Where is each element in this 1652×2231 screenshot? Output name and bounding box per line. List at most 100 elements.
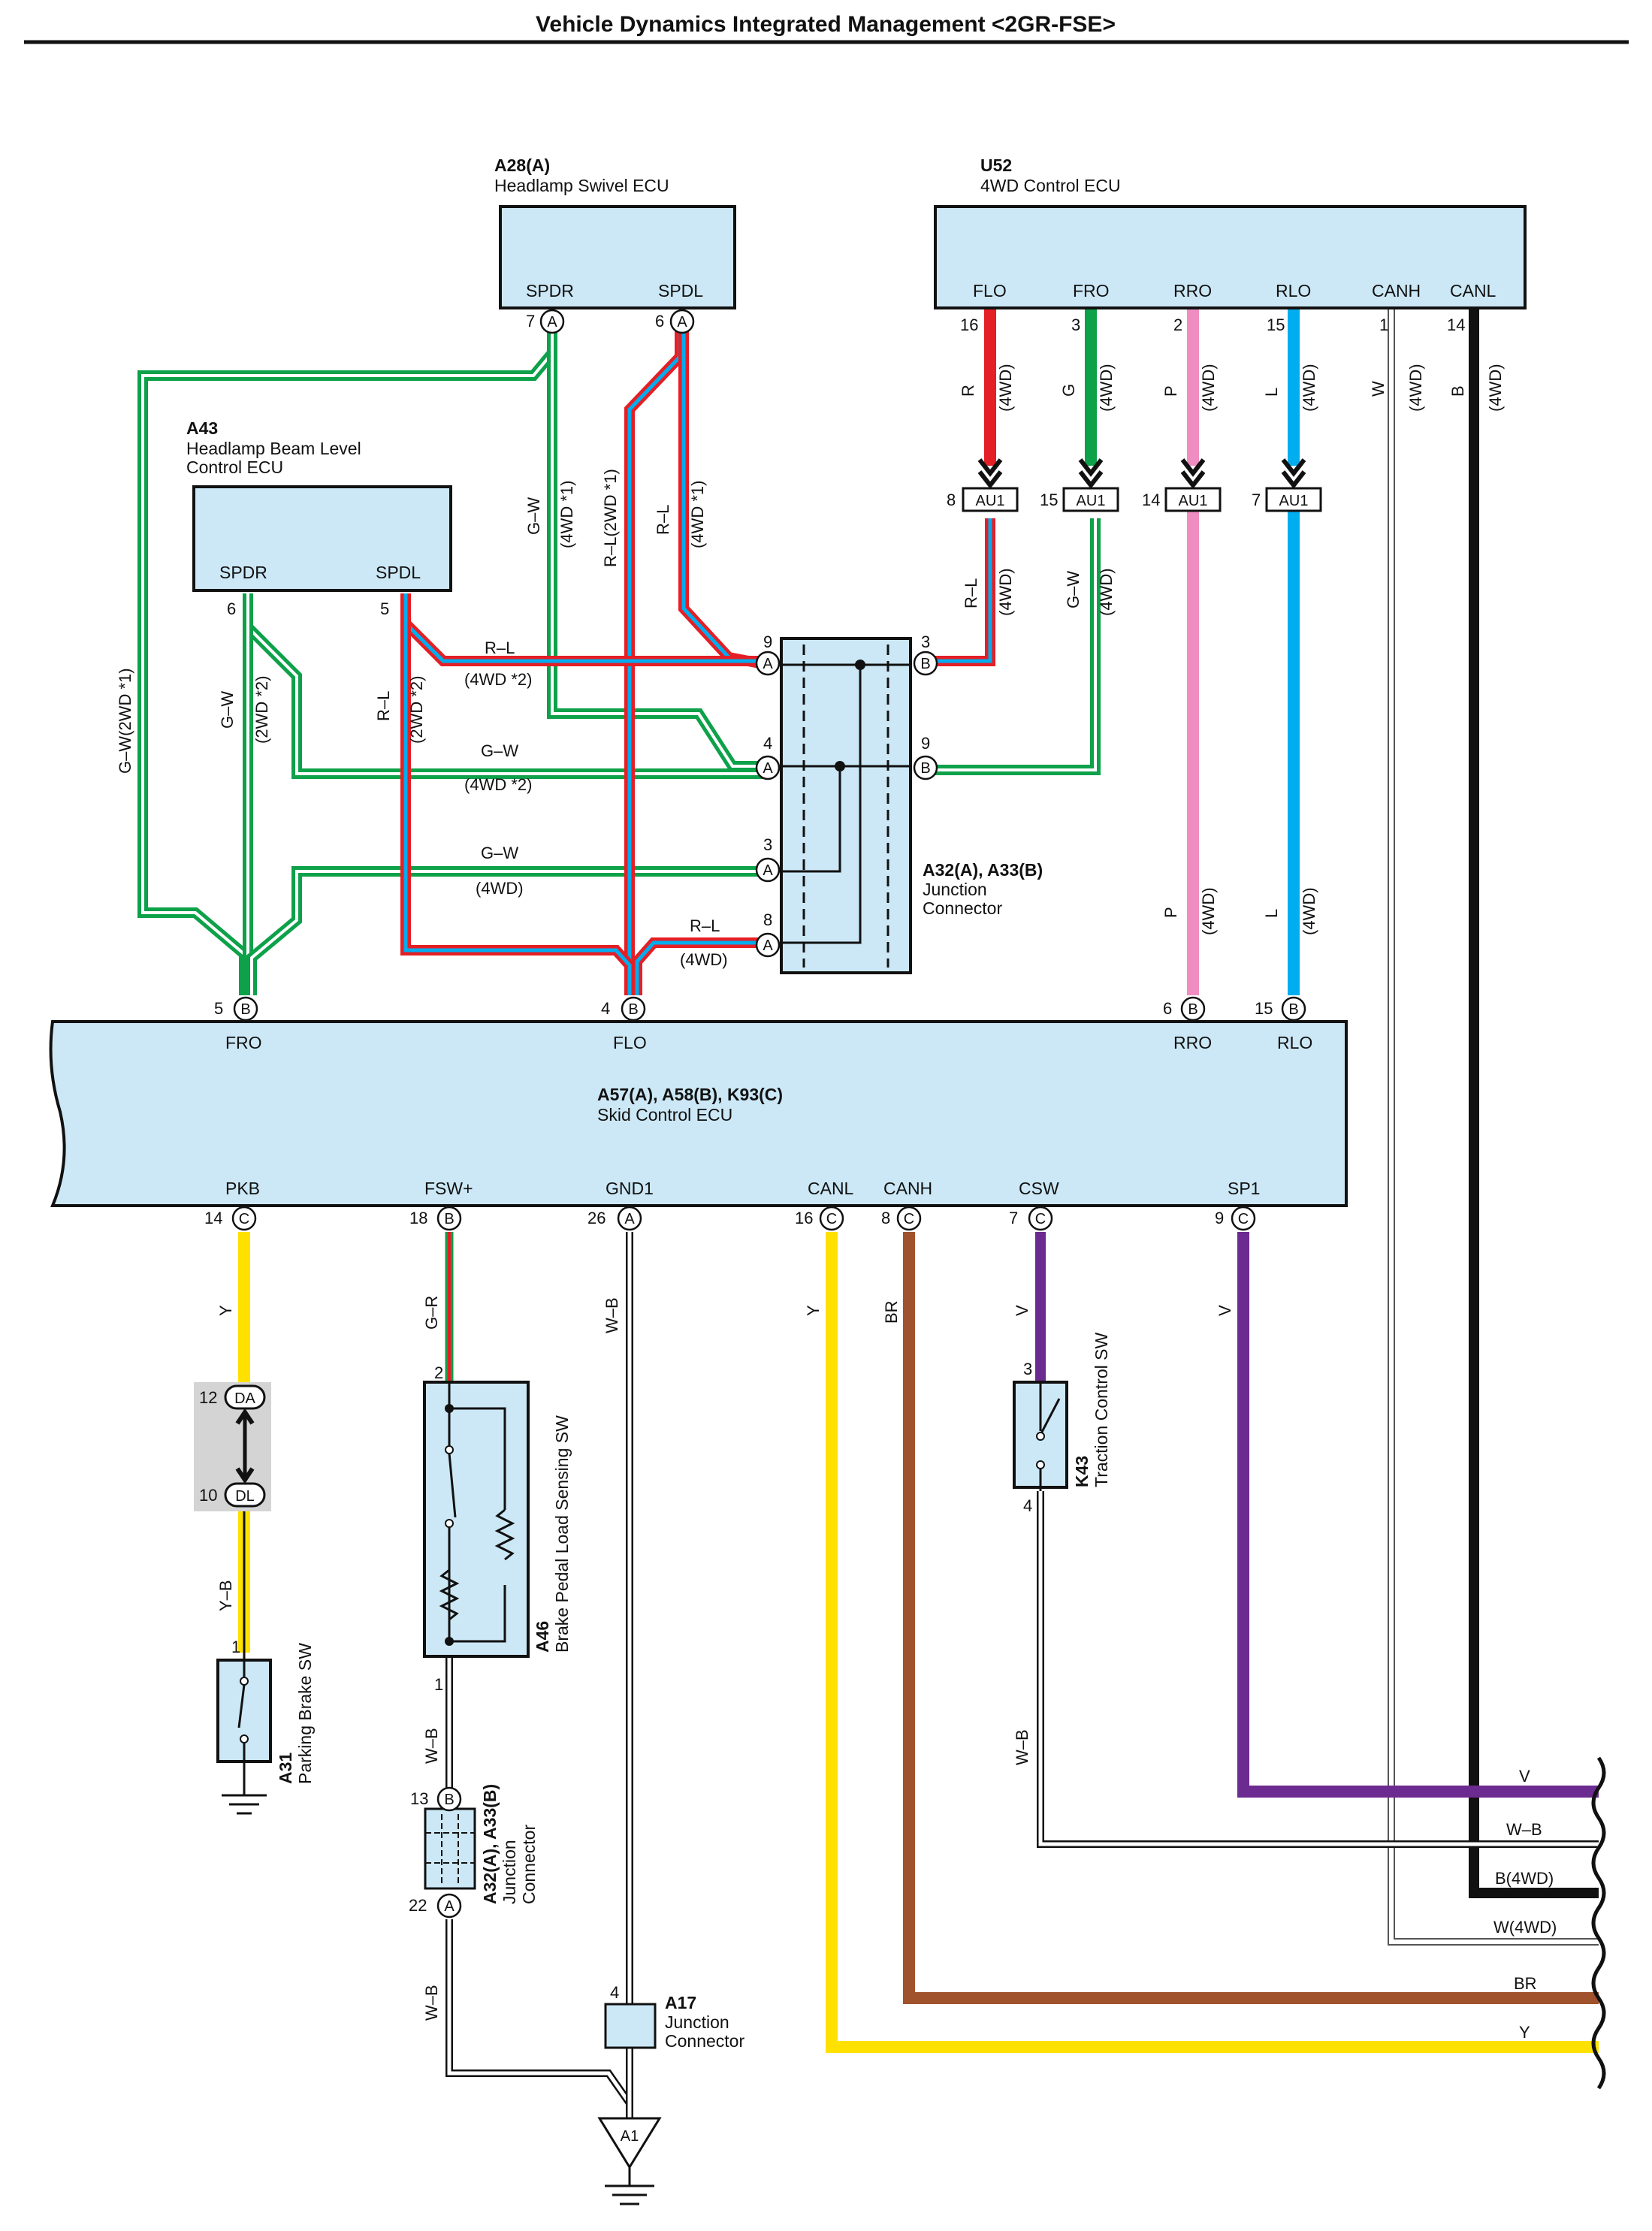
svg-text:Y–B: Y–B [216, 1580, 235, 1611]
svg-text:A: A [763, 656, 773, 672]
svg-text:R–L: R–L [690, 916, 720, 935]
svg-text:Junction: Junction [665, 2012, 729, 2032]
svg-text:Connector: Connector [923, 898, 1002, 918]
svg-text:Junction: Junction [923, 880, 987, 899]
page-title: Vehicle Dynamics Integrated Management <… [536, 12, 1116, 37]
svg-text:G–W: G–W [1064, 571, 1083, 608]
svg-text:G–W: G–W [524, 497, 543, 535]
svg-text:BR: BR [882, 1300, 901, 1324]
svg-text:18: 18 [409, 1209, 427, 1227]
svg-text:A28(A): A28(A) [494, 155, 550, 175]
svg-text:8: 8 [763, 910, 772, 929]
svg-text:FLO: FLO [973, 281, 1007, 300]
a17-junction-connector: 4 A17 Junction Connector [604, 1983, 744, 2051]
svg-text:B: B [628, 1001, 638, 1018]
svg-text:U52: U52 [980, 155, 1012, 175]
svg-text:CANH: CANH [1372, 281, 1421, 300]
svg-text:Y: Y [216, 1305, 235, 1316]
svg-text:14: 14 [1142, 491, 1160, 509]
svg-text:CANL: CANL [808, 1179, 854, 1198]
headlamp-beam-level-ecu: A43 Headlamp Beam Level Control ECU SPDR… [186, 418, 452, 618]
svg-text:22: 22 [409, 1896, 427, 1915]
svg-text:V: V [1216, 1305, 1234, 1316]
svg-text:L: L [1262, 909, 1281, 918]
svg-text:9: 9 [921, 734, 930, 753]
svg-text:26: 26 [587, 1209, 606, 1227]
svg-text:A: A [624, 1211, 635, 1227]
svg-text:SP1: SP1 [1228, 1179, 1260, 1198]
svg-text:1: 1 [434, 1675, 443, 1694]
svg-text:13: 13 [410, 1789, 428, 1808]
svg-text:6: 6 [655, 312, 664, 331]
svg-text:C: C [904, 1211, 914, 1227]
svg-text:4: 4 [763, 734, 772, 753]
svg-text:K43: K43 [1072, 1456, 1092, 1487]
4wd-control-ecu: U52 4WD Control ECU FLO FRO RRO RLO CANH… [934, 155, 1527, 334]
svg-text:CANH: CANH [883, 1179, 932, 1198]
svg-text:R–L: R–L [485, 639, 515, 657]
svg-text:V: V [1013, 1305, 1031, 1316]
svg-text:RLO: RLO [1276, 281, 1311, 300]
svg-text:A: A [763, 937, 773, 954]
svg-text:Skid Control ECU: Skid Control ECU [597, 1105, 732, 1125]
harness-exit-labels: V W–B B(4WD) W(4WD) BR Y [1493, 1767, 1557, 2042]
svg-text:(4WD): (4WD) [680, 950, 728, 969]
svg-text:Brake Pedal Load Sensing SW: Brake Pedal Load Sensing SW [552, 1415, 572, 1653]
parking-brake-switch: 1 A31 Parking Brake SW [216, 1638, 315, 1815]
svg-text:3: 3 [1071, 315, 1080, 334]
svg-text:B: B [1448, 385, 1467, 397]
svg-text:14: 14 [1447, 315, 1465, 334]
svg-text:R–L(2WD *1): R–L(2WD *1) [601, 469, 620, 567]
svg-text:V: V [1519, 1767, 1530, 1786]
svg-text:A17: A17 [665, 1993, 696, 2012]
svg-text:4: 4 [1023, 1496, 1032, 1515]
svg-text:AU1: AU1 [1077, 493, 1106, 509]
svg-text:G: G [1059, 384, 1078, 397]
svg-text:B: B [920, 656, 930, 672]
svg-text:G–W(2WD *1): G–W(2WD *1) [116, 668, 134, 774]
svg-text:A: A [763, 760, 773, 777]
svg-text:B: B [920, 760, 930, 777]
svg-text:R: R [959, 385, 977, 397]
svg-text:A57(A), A58(B), K93(C): A57(A), A58(B), K93(C) [597, 1085, 783, 1104]
svg-text:A: A [444, 1898, 455, 1915]
svg-text:R–L: R–L [374, 691, 393, 721]
svg-text:7: 7 [1252, 491, 1261, 509]
svg-text:W(4WD): W(4WD) [1493, 1918, 1557, 1937]
svg-text:5: 5 [380, 599, 389, 618]
svg-text:(2WD *2): (2WD *2) [407, 676, 426, 744]
svg-text:(4WD *2): (4WD *2) [464, 775, 532, 794]
svg-text:15: 15 [1267, 315, 1285, 334]
svg-text:P: P [1161, 907, 1180, 918]
svg-text:A: A [677, 314, 687, 331]
brake-pedal-load-sensing-switch: 2 1 A46 Brake Pedal Load Sensing SW [423, 1363, 572, 1694]
svg-text:FSW+: FSW+ [424, 1179, 473, 1198]
svg-text:(2WD *2): (2WD *2) [252, 676, 271, 744]
svg-text:R–L: R–L [962, 578, 980, 608]
svg-text:Junction: Junction [500, 1840, 519, 1904]
svg-text:C: C [826, 1211, 837, 1227]
svg-text:(4WD): (4WD) [1486, 364, 1505, 412]
svg-text:2: 2 [1173, 315, 1182, 334]
svg-text:CANL: CANL [1450, 281, 1496, 300]
svg-text:FLO: FLO [613, 1033, 647, 1052]
svg-text:SPDR: SPDR [219, 563, 267, 582]
svg-text:7: 7 [526, 312, 535, 331]
skid-control-ecu: FRO FLO RRO RLO A57(A), A58(B), K93(C) S… [49, 996, 1348, 1231]
svg-text:(4WD): (4WD) [1300, 887, 1318, 935]
svg-text:(4WD): (4WD) [1406, 364, 1425, 412]
svg-text:P: P [1161, 385, 1180, 397]
svg-text:B: B [444, 1211, 454, 1227]
headlamp-swivel-ecu: A28(A) Headlamp Swivel ECU SPDR SPDL A 7… [494, 155, 736, 334]
svg-text:4: 4 [610, 1983, 619, 2002]
svg-text:(4WD): (4WD) [476, 879, 524, 898]
svg-text:Headlamp Swivel ECU: Headlamp Swivel ECU [494, 176, 669, 195]
svg-text:8: 8 [947, 491, 956, 509]
svg-text:(4WD *1): (4WD *1) [688, 481, 707, 548]
svg-text:W–B: W–B [422, 1985, 441, 2021]
svg-text:DA: DA [234, 1390, 255, 1407]
svg-text:A32(A), A33(B): A32(A), A33(B) [480, 1784, 500, 1904]
svg-text:FRO: FRO [225, 1033, 262, 1052]
svg-text:A46: A46 [533, 1621, 552, 1653]
svg-text:16: 16 [960, 315, 978, 334]
